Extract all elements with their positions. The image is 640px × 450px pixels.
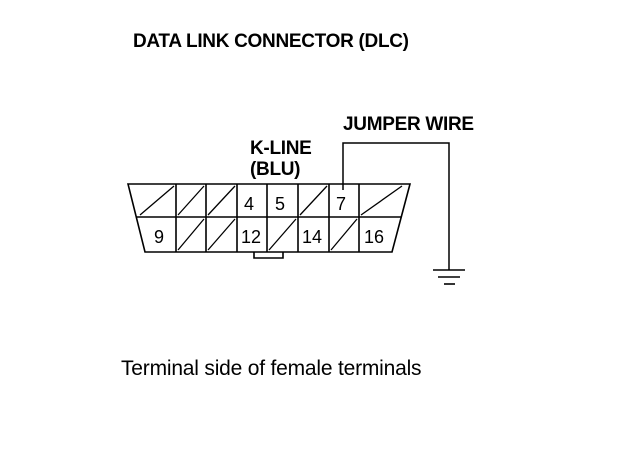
pin-5-label: 5	[275, 194, 285, 214]
jumper-wire	[342, 142, 450, 270]
pin-14-label: 14	[302, 227, 322, 247]
unused-cavity-slashes-bottom	[177, 218, 358, 251]
connector-latch-tab	[253, 252, 284, 259]
connector-outline	[126, 183, 412, 253]
kline-label: K-LINE (BLU)	[250, 138, 312, 180]
ground-icon	[433, 269, 465, 285]
diagram-title: DATA LINK CONNECTOR (DLC)	[133, 31, 409, 52]
pin-4-label: 4	[244, 194, 254, 214]
pin-16-label: 16	[364, 227, 384, 247]
bottom-row-dividers	[175, 217, 360, 252]
unused-cavity-slashes-top	[139, 185, 403, 216]
top-row-dividers	[175, 184, 360, 217]
kline-label-color: (BLU)	[250, 159, 301, 180]
pin-9-label: 9	[154, 227, 164, 247]
kline-label-name: K-LINE	[250, 138, 312, 159]
diagram-caption: Terminal side of female terminals	[121, 357, 422, 380]
jumper-wire-label: JUMPER WIRE	[343, 114, 474, 135]
pin-12-label: 12	[241, 227, 261, 247]
pin-7-label: 7	[336, 194, 346, 214]
